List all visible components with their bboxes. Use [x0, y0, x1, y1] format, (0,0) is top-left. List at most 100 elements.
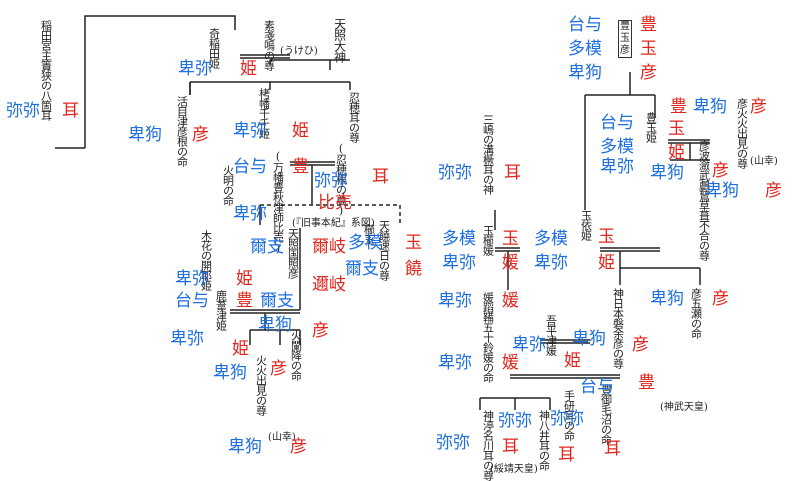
ann-l14: 爾支	[250, 237, 284, 257]
toyotamahime-node: 豊玉姫	[644, 112, 658, 142]
ann-l7: 姫	[292, 121, 309, 141]
kisaki-node: 奇稲田姫	[207, 28, 221, 68]
ann-r36: 媛	[502, 353, 519, 373]
ann-r45: 耳	[502, 437, 519, 457]
ann-r13: 卑弥	[600, 157, 634, 177]
ann-l15: 爾岐	[312, 237, 346, 257]
ann-l17: 玉	[405, 233, 422, 253]
ann-r19: 耳	[504, 163, 521, 183]
hoakari-node: 火明の命	[221, 165, 235, 205]
ann-r42: 弥弥	[550, 409, 584, 429]
hosuseri-node: 火闌降の命	[289, 330, 303, 380]
ann-l30: 卑狗	[213, 363, 247, 383]
tamakushi-node: 玉櫛媛	[481, 225, 495, 255]
ann-r33: 卑狗	[572, 329, 606, 349]
oshihomimi-alt-node: (忍穂根の尊)	[334, 142, 348, 216]
mishima-node: 三嶋の溝橛耳の神	[481, 114, 495, 194]
ann-l2: 弥弥	[6, 101, 40, 121]
ann-r5: 彦	[640, 63, 657, 83]
ann-l3: 耳	[62, 101, 79, 121]
ann-l26: 卑狗	[258, 315, 292, 335]
kushitama-node: 櫛玉	[362, 224, 376, 244]
ann-l33: 彦	[290, 437, 307, 457]
ann-r40: 弥弥	[498, 411, 532, 431]
ann-l25: 爾支	[260, 291, 294, 311]
takuhata-node: 栲幡千千姫	[257, 88, 271, 138]
ann-r18: 弥弥	[438, 163, 472, 183]
ann-l23: 台与	[175, 291, 209, 311]
ann-r3: 玉	[640, 39, 657, 59]
ann-l5: 彦	[192, 125, 209, 145]
ann-l22: 姫	[236, 269, 253, 289]
ann-l0: 卑弥	[178, 59, 212, 79]
ann-r16: 卑狗	[705, 181, 739, 201]
ann-l27: 彦	[312, 321, 329, 341]
ann-r22: 卑弥	[442, 253, 476, 273]
ann-r21: 玉	[502, 229, 519, 249]
yamasachi-right-label: (山幸)	[750, 156, 778, 167]
ann-r41: 耳	[558, 445, 575, 465]
ann-l29: 姫	[232, 339, 249, 359]
ann-l13: 卑弥	[233, 204, 267, 224]
ninigi-node: 天饒速日の尊	[377, 220, 391, 280]
left-tree-lines	[55, 15, 401, 345]
ann-r7: 卑狗	[693, 97, 727, 117]
ann-l16: 多模	[348, 233, 382, 253]
ann-l31: 彦	[270, 359, 287, 379]
amenozumi-node: 天照国照彦	[286, 228, 300, 278]
ann-r28: 卑狗	[650, 289, 684, 309]
ukehi-label: (うけひ)	[280, 46, 318, 57]
himetatara-node: 媛蹈鞴五十鈴媛の命	[481, 292, 495, 382]
ann-r1: 豊	[640, 15, 657, 35]
ann-r23: 媛	[502, 253, 519, 273]
kyuji-label: (『旧事本紀』系図)	[292, 218, 375, 229]
ann-l4: 卑狗	[128, 125, 162, 145]
ann-r38: 台与	[580, 377, 614, 397]
ann-r12: 姫	[668, 143, 685, 163]
toyotamahiko-box: 豊玉彦	[618, 20, 632, 58]
ann-r30: 卑弥	[438, 291, 472, 311]
ann-l21: 卑弥	[175, 269, 209, 289]
oshihomimi-node: 忍穂耳の尊	[347, 92, 361, 142]
ann-r20: 多模	[442, 229, 476, 249]
ann-r25: 玉	[598, 227, 615, 247]
tagishimimi-node: 手研耳の命	[562, 390, 576, 440]
ann-r0: 台与	[568, 15, 602, 35]
ann-l24: 豊	[236, 291, 253, 311]
ann-r17: 彦	[765, 181, 782, 201]
kamununakawa-node: 神渟名川耳の尊	[481, 410, 495, 480]
ann-r39: 豊	[638, 373, 655, 393]
right-genealogy-panel: 豊玉彦 豊玉姫 玉依姫 彦火火出見の尊 (山幸) 彦波瀲武鸕鶿草葺不合の尊 三嶋…	[420, 0, 800, 481]
ann-r4: 卑狗	[568, 63, 602, 83]
left-genealogy-panel: 天照大神 素戔嗚の尊 (うけひ) 奇稲田姫 稲田宮主簀狭の八箇耳 活目津彦根の命…	[6, 15, 422, 457]
ikuhi-node: 活目津彦根の命	[175, 96, 189, 166]
takuhata-alt-node: (万幡豊秋津師比売)	[271, 150, 285, 254]
ahiratsu-node: 吾平津媛	[544, 315, 558, 355]
ann-r32: 卑弥	[512, 335, 546, 355]
tamayorihime-node: 玉依姫	[579, 210, 593, 240]
ann-r27: 姫	[598, 253, 615, 273]
ann-r15: 彦	[712, 161, 729, 181]
ann-r43: 耳	[604, 439, 621, 459]
amaterasu-node: 天照大神	[332, 18, 347, 62]
jimmu-node: 神日本磐余彦の尊	[611, 288, 625, 368]
ann-r31: 媛	[502, 291, 519, 311]
ann-r11: 多模	[600, 137, 634, 157]
ugaya-node: 彦波瀲武鸕鶿草葺不合の尊	[697, 140, 711, 260]
right-tree-lines	[479, 72, 710, 410]
ann-r29: 彦	[712, 289, 729, 309]
ann-l6: 卑弥	[233, 121, 267, 141]
ann-r8: 彦	[750, 97, 767, 117]
ann-r2: 多模	[568, 39, 602, 59]
ann-l9: 豊	[292, 157, 309, 177]
ann-r44: 弥弥	[436, 433, 470, 453]
ann-l20: 邇岐	[312, 275, 346, 295]
ann-r10: 玉	[668, 119, 685, 139]
kamuyaimimi-node: 神八井耳の命	[537, 410, 551, 470]
ann-r14: 卑狗	[650, 163, 684, 183]
itsuse-node: 彦五瀬の命	[689, 288, 703, 338]
susano-node: 素戔嗚の尊	[262, 20, 276, 70]
ann-l32: 卑狗	[228, 437, 262, 457]
ann-l10: 弥弥	[314, 171, 348, 191]
ann-r26: 卑弥	[534, 253, 568, 273]
